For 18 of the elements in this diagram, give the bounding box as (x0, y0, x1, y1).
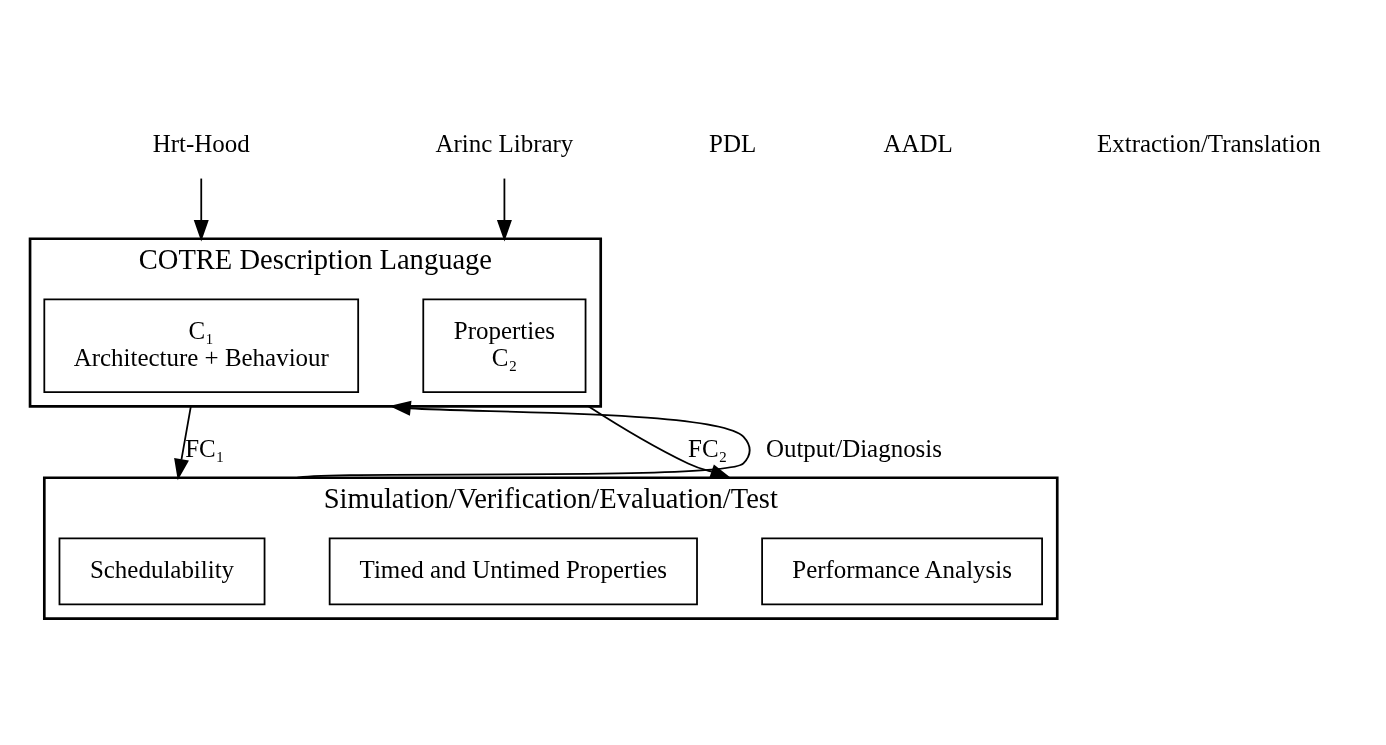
label: Extraction/Translation (1097, 129, 1321, 157)
label: PDL (709, 129, 757, 157)
node-box: C₁ Architecture + Behaviour (43, 298, 360, 393)
node-box: Performance Analysis (761, 537, 1043, 606)
node-box: Schedulability (58, 537, 266, 606)
node-box: Properties C₂ (422, 298, 587, 393)
node-box: Timed and Untimed Properties (328, 537, 698, 606)
arrow (587, 405, 732, 479)
node-text: Hrt-Hood (152, 129, 250, 157)
arrow (296, 400, 751, 479)
edge-label: FC₂ (688, 434, 728, 462)
label: AADL (883, 129, 953, 157)
arrow (496, 177, 512, 242)
node-text: Arinc Library (435, 129, 574, 157)
edge-label: Output/Diagnosis (765, 434, 942, 462)
edge-label: FC₁ (185, 434, 225, 462)
arrow (174, 405, 192, 481)
arrow (193, 177, 209, 242)
